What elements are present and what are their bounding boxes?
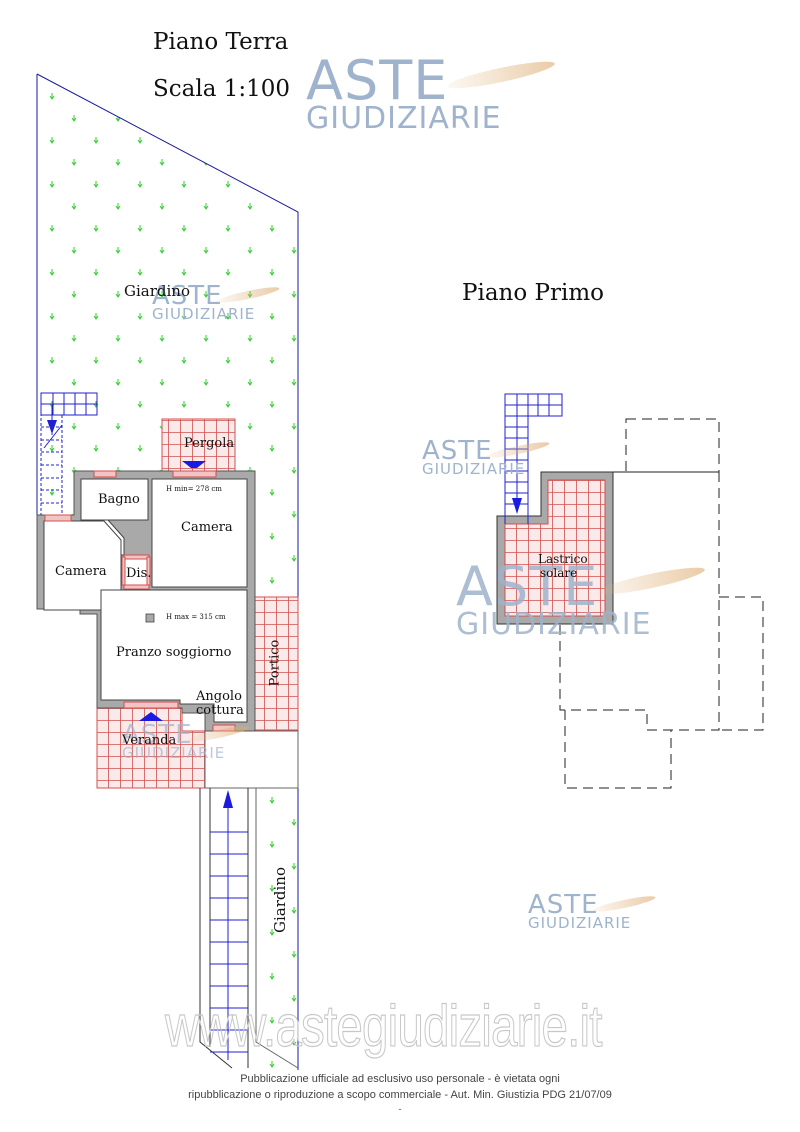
watermark-logo-top: ASTE GIUDIZIARIE	[306, 54, 557, 134]
footer-line-2: ripubblicazione o riproduzione a scopo c…	[188, 1089, 612, 1101]
room-label-solare: solare	[540, 566, 578, 580]
house-walls	[36, 470, 256, 732]
room-label-camera-right: Camera	[181, 520, 233, 535]
footer-line-3: -	[398, 1104, 402, 1114]
room-label-giardino-top: Giardino	[124, 282, 190, 300]
watermark-logo-first-floor-2: ASTE GIUDIZIARIE	[456, 560, 707, 640]
room-label-camera-left: Camera	[55, 564, 107, 579]
room-label-cottura: cottura	[196, 703, 244, 718]
first-floor-drawing	[496, 393, 764, 789]
footer-line-1: Pubblicazione ufficiale ad esclusivo uso…	[240, 1073, 560, 1085]
pergola-arrow-icon	[182, 461, 206, 468]
watermark-logo-garden: ASTE GIUDIZIARIE	[152, 283, 281, 322]
veranda-arrow-icon	[139, 712, 163, 721]
first-floor-title: Piano Primo	[462, 280, 604, 306]
scale-label: Scala 1:100	[153, 76, 291, 102]
room-label-angolo: Angolo	[196, 689, 242, 704]
first-floor-stair-arrow-icon	[512, 498, 522, 514]
room-label-veranda: Veranda	[122, 733, 177, 748]
room-label-giardino-side: Giardino	[270, 867, 289, 933]
south-stair	[199, 788, 249, 1069]
ground-stair	[40, 392, 98, 515]
room-label-dis: Dis.	[126, 566, 152, 581]
room-label-portico: Portico	[267, 639, 283, 687]
room-label-pergola: Pergola	[184, 436, 235, 451]
portico-area	[254, 596, 299, 731]
room-label-bagno: Bagno	[98, 492, 140, 507]
room-label-lastrico: Lastrico	[538, 552, 588, 566]
ground-floor-title: Piano Terra	[153, 29, 289, 55]
site-watermark: www.astegiudiziarie.it	[165, 993, 603, 1059]
height-max-label: H max = 315 cm	[166, 613, 226, 621]
room-label-pranzo-soggiorno: Pranzo soggiorno	[116, 645, 232, 660]
watermark-logo-first-floor-1: ASTE GIUDIZIARIE	[422, 438, 551, 477]
stair-arrow-down-icon	[47, 420, 57, 434]
watermark-logo-bottom: ASTE GIUDIZIARIE	[528, 892, 657, 931]
height-min-label: H min= 278 cm	[166, 485, 222, 493]
watermark-logo-veranda: ASTE GIUDIZIARIE	[122, 722, 251, 761]
